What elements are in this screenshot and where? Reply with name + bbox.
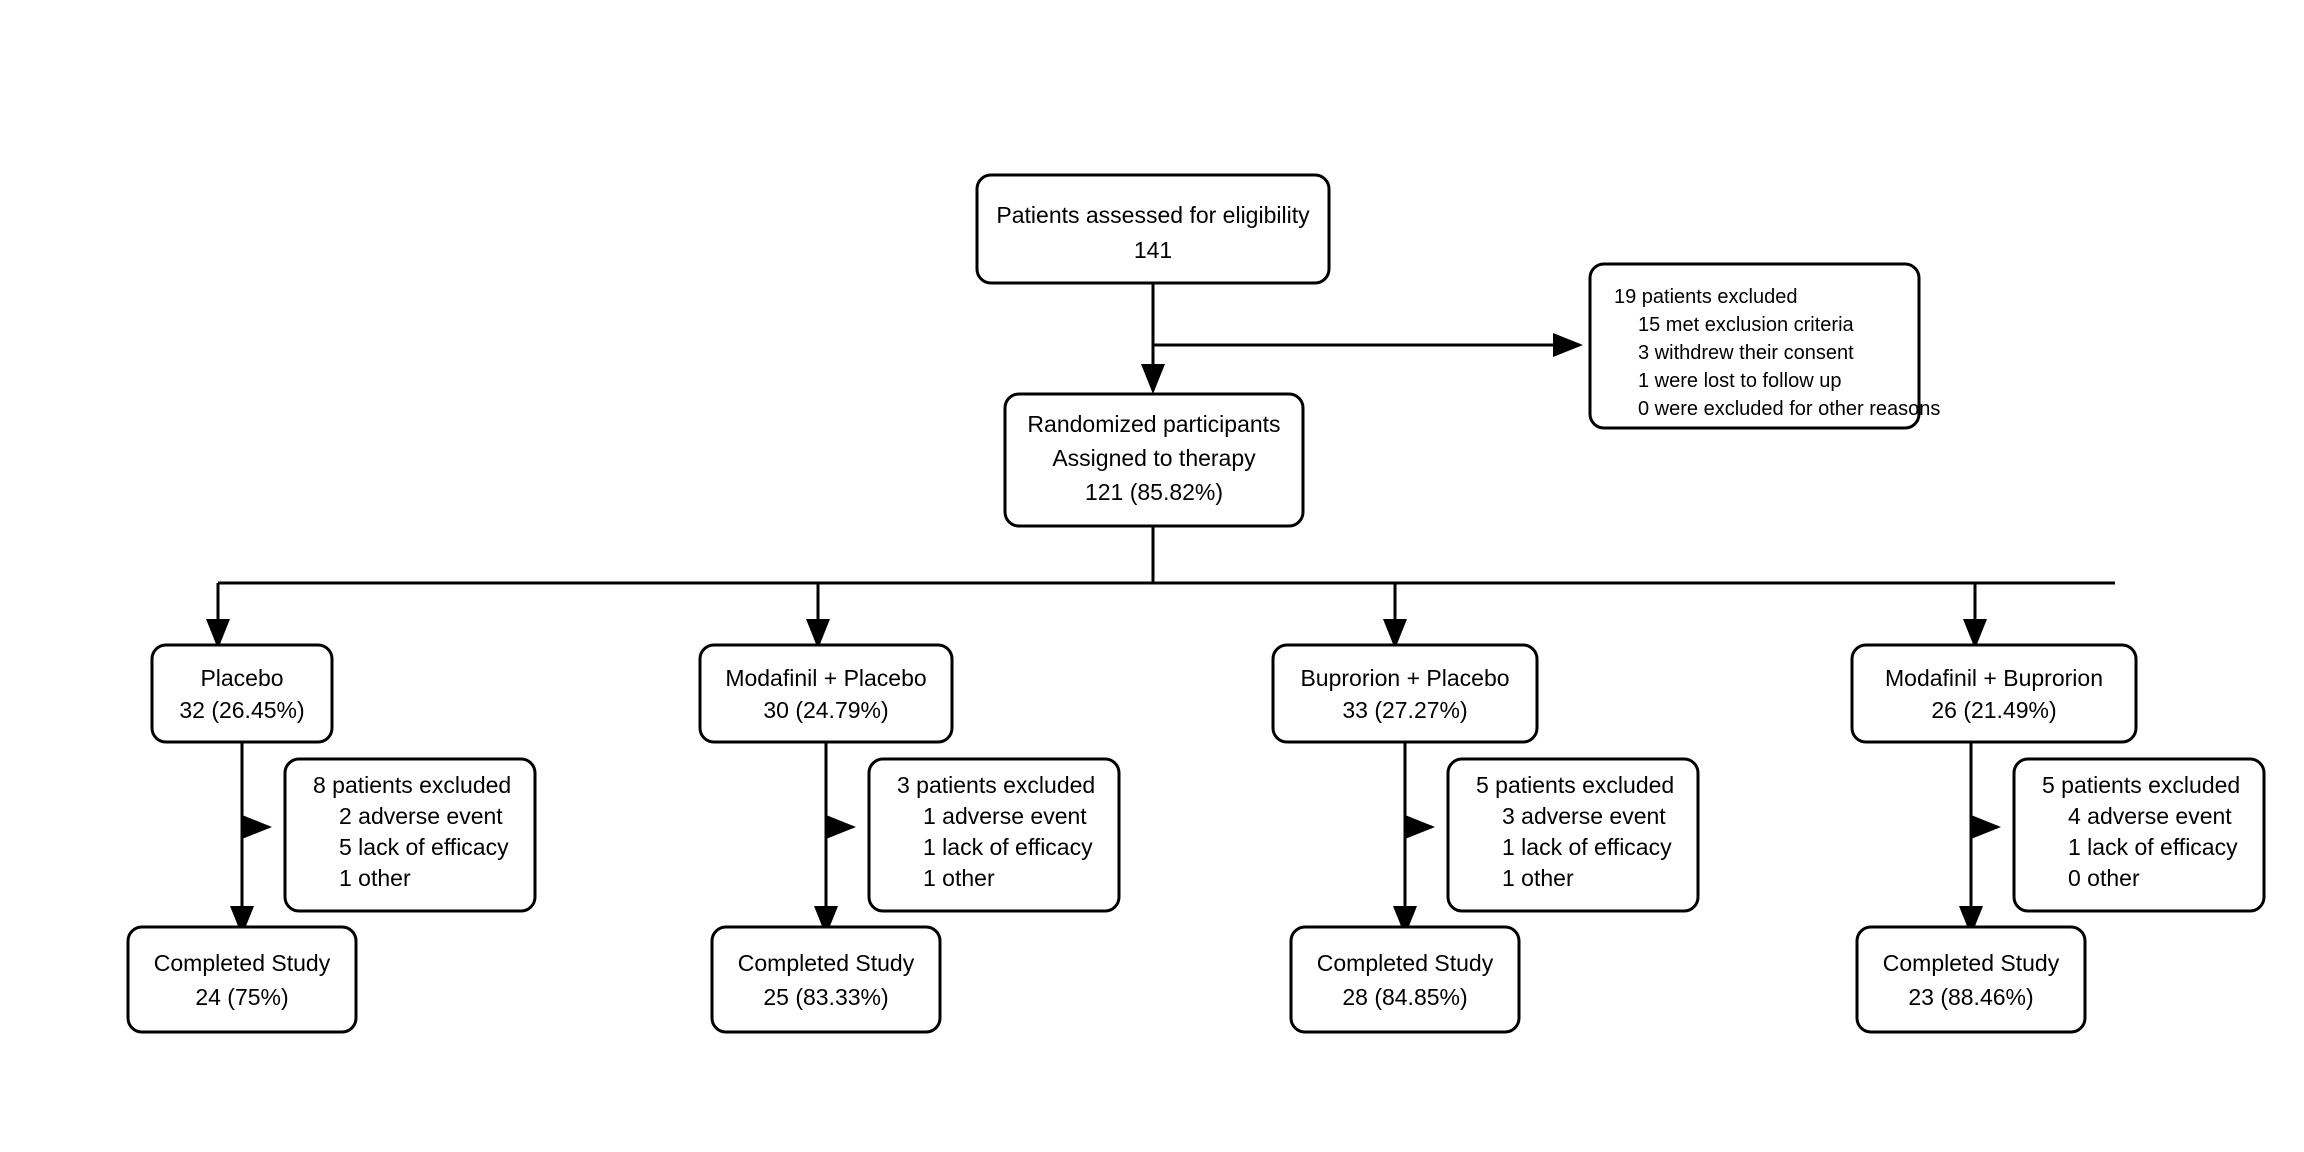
arm-name-3: Modafinil + Buprorion bbox=[1885, 665, 2103, 691]
arm-excluded-reason-0-2: 1 other bbox=[339, 865, 411, 891]
arm-completed-label-1: Completed Study bbox=[738, 950, 915, 976]
box-arm-completed-1: Completed Study 25 (83.33%) bbox=[710, 925, 942, 1034]
arm-completed-label-2: Completed Study bbox=[1317, 950, 1494, 976]
arm-completed-box-shape-0 bbox=[126, 925, 358, 1034]
box-arm-allocation-1: Modafinil + Placebo 30 (24.79%) bbox=[698, 643, 954, 744]
box-arm-excluded-0: 8 patients excluded 2 adverse event 5 la… bbox=[283, 757, 537, 913]
arm-column-2: Buprorion + Placebo 33 (27.27%) 5 patien… bbox=[1271, 643, 1700, 1034]
box-arm-completed-3: Completed Study 23 (88.46%) bbox=[1855, 925, 2087, 1034]
arm-excluded-reason-0-1: 5 lack of efficacy bbox=[339, 834, 509, 860]
randomized-title: Randomized participants bbox=[1027, 411, 1280, 437]
arm-excluded-box-shape-2 bbox=[1446, 757, 1700, 913]
arm-completed-box-shape-3 bbox=[1855, 925, 2087, 1034]
assessed-box-shape bbox=[975, 173, 1331, 285]
arm-column-1: Modafinil + Placebo 30 (24.79%) 3 patien… bbox=[698, 643, 1121, 1034]
box-arm-completed-0: Completed Study 24 (75%) bbox=[126, 925, 358, 1034]
arm-excluded-box-shape-3 bbox=[2012, 757, 2266, 913]
box-randomized-participants: Randomized participants Assigned to ther… bbox=[1003, 392, 1305, 528]
arm-excluded-reason-0-0: 2 adverse event bbox=[339, 803, 503, 829]
arm-excluded-reason-1-1: 1 lack of efficacy bbox=[923, 834, 1093, 860]
arm-allocated-1: 30 (24.79%) bbox=[763, 697, 888, 723]
enrollment-excluded-reason-2: 1 were lost to follow up bbox=[1638, 370, 1841, 392]
box-enrollment-excluded: 19 patients excluded 15 met exclusion cr… bbox=[1588, 262, 1940, 430]
randomized-count: 121 (85.82%) bbox=[1085, 479, 1223, 505]
arm-excluded-reason-1-0: 1 adverse event bbox=[923, 803, 1087, 829]
enrollment-excluded-box-shape bbox=[1588, 262, 1921, 430]
enrollment-excluded-reason-3: 0 were excluded for other reasons bbox=[1638, 398, 1940, 420]
arm-excluded-reason-2-2: 1 other bbox=[1502, 865, 1574, 891]
arm-allocated-0: 32 (26.45%) bbox=[179, 697, 304, 723]
box-arm-allocation-2: Buprorion + Placebo 33 (27.27%) bbox=[1271, 643, 1539, 744]
arm-completed-value-1: 25 (83.33%) bbox=[763, 984, 888, 1010]
arm-column-0: Placebo 32 (26.45%) 8 patients excluded … bbox=[126, 643, 537, 1034]
enrollment-excluded-reason-1: 3 withdrew their consent bbox=[1638, 342, 1854, 364]
enrollment-excluded-reason-0: 15 met exclusion criteria bbox=[1638, 314, 1855, 336]
box-arm-excluded-1: 3 patients excluded 1 adverse event 1 la… bbox=[867, 757, 1121, 913]
randomized-subtitle: Assigned to therapy bbox=[1052, 445, 1256, 471]
arm-column-3: Modafinil + Buprorion 26 (21.49%) 5 pati… bbox=[1850, 643, 2266, 1034]
arm-allocation-box-shape-2 bbox=[1271, 643, 1539, 744]
box-arm-excluded-2: 5 patients excluded 3 adverse event 1 la… bbox=[1446, 757, 1700, 913]
arm-allocated-2: 33 (27.27%) bbox=[1342, 697, 1467, 723]
box-arm-allocation-3: Modafinil + Buprorion 26 (21.49%) bbox=[1850, 643, 2138, 744]
assessed-title: Patients assessed for eligibility bbox=[996, 202, 1310, 228]
box-arm-completed-2: Completed Study 28 (84.85%) bbox=[1289, 925, 1521, 1034]
arm-excluded-reason-1-2: 1 other bbox=[923, 865, 995, 891]
arm-excluded-header-2: 5 patients excluded bbox=[1476, 772, 1674, 798]
arm-completed-value-0: 24 (75%) bbox=[195, 984, 288, 1010]
arm-name-2: Buprorion + Placebo bbox=[1300, 665, 1509, 691]
arm-completed-value-2: 28 (84.85%) bbox=[1342, 984, 1467, 1010]
arm-name-0: Placebo bbox=[200, 665, 283, 691]
arm-completed-label-3: Completed Study bbox=[1883, 950, 2060, 976]
arm-completed-box-shape-1 bbox=[710, 925, 942, 1034]
arm-excluded-header-1: 3 patients excluded bbox=[897, 772, 1095, 798]
box-assessed-for-eligibility: Patients assessed for eligibility 141 bbox=[975, 173, 1331, 285]
arm-completed-box-shape-2 bbox=[1289, 925, 1521, 1034]
arm-excluded-reason-3-1: 1 lack of efficacy bbox=[2068, 834, 2238, 860]
arm-name-1: Modafinil + Placebo bbox=[725, 665, 926, 691]
arm-allocation-box-shape-1 bbox=[698, 643, 954, 744]
arm-excluded-reason-2-1: 1 lack of efficacy bbox=[1502, 834, 1672, 860]
arm-excluded-reason-3-0: 4 adverse event bbox=[2068, 803, 2232, 829]
assessed-count: 141 bbox=[1134, 237, 1172, 263]
arm-excluded-box-shape-0 bbox=[283, 757, 537, 913]
arm-allocation-box-shape-0 bbox=[150, 643, 334, 744]
arm-allocated-3: 26 (21.49%) bbox=[1931, 697, 2056, 723]
box-arm-excluded-3: 5 patients excluded 4 adverse event 1 la… bbox=[2012, 757, 2266, 913]
arm-completed-value-3: 23 (88.46%) bbox=[1908, 984, 2033, 1010]
arm-allocation-box-shape-3 bbox=[1850, 643, 2138, 744]
enrollment-excluded-header: 19 patients excluded bbox=[1614, 286, 1797, 308]
arm-excluded-header-3: 5 patients excluded bbox=[2042, 772, 2240, 798]
arm-completed-label-0: Completed Study bbox=[154, 950, 331, 976]
arm-excluded-header-0: 8 patients excluded bbox=[313, 772, 511, 798]
arm-excluded-reason-3-2: 0 other bbox=[2068, 865, 2140, 891]
box-arm-allocation-0: Placebo 32 (26.45%) bbox=[150, 643, 334, 744]
arm-excluded-reason-2-0: 3 adverse event bbox=[1502, 803, 1666, 829]
arm-excluded-box-shape-1 bbox=[867, 757, 1121, 913]
